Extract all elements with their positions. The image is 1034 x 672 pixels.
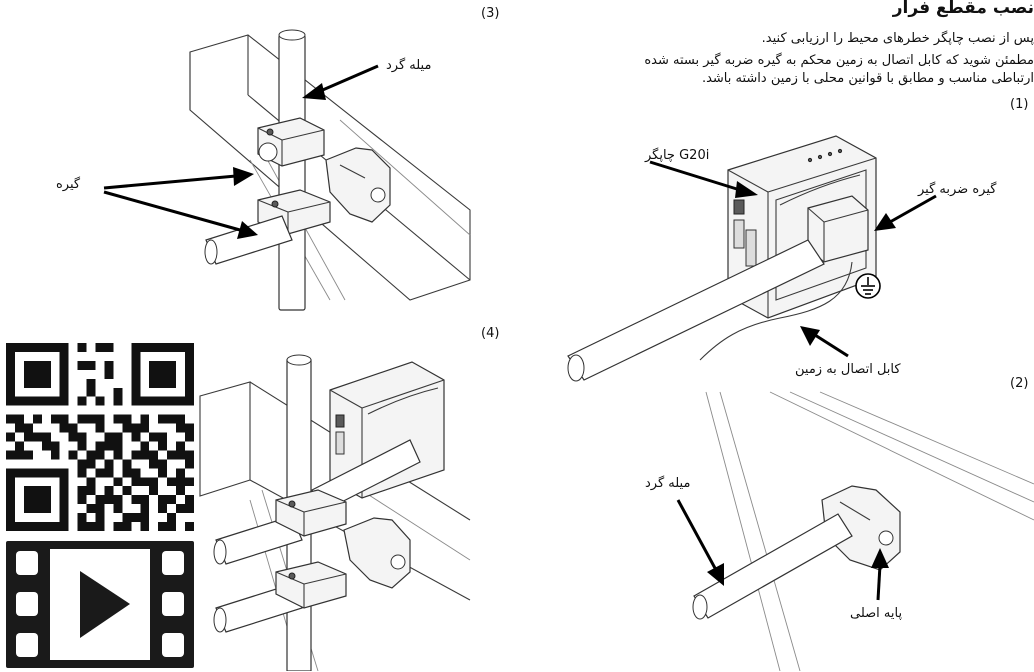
figure-4-full-assembly <box>199 354 471 671</box>
figure-2-main-base <box>676 391 1034 671</box>
label-printer: چاپگر G20i <box>645 148 710 163</box>
video-play-icon[interactable] <box>6 541 194 668</box>
instruction-line-2: مطمئن شوید که کابل اتصال به زمین محکم به… <box>644 53 1034 68</box>
instruction-line-1: پس از نصب چاپگر خطرهای محیط را ارزیابی ک… <box>761 31 1034 46</box>
figure-3-rod-and-clamps <box>103 29 471 311</box>
instruction-line-3: ارتباطی مناسب و مطابق با قوانین محلی با … <box>701 71 1034 86</box>
step-number-2: (2) <box>1010 376 1029 391</box>
label-round-rod-top: میله گرد <box>386 58 432 73</box>
label-ground-cable: کابل اتصال به زمین <box>795 362 901 377</box>
qr-code-icon[interactable] <box>6 343 195 531</box>
step-number-3: (3) <box>481 6 500 21</box>
label-round-rod-bottom: میله گرد <box>645 476 691 491</box>
step-number-4: (4) <box>481 326 500 341</box>
label-surge-clamp: گیره ضربه گیر <box>918 182 997 197</box>
page-title: نصب مقطع فرار <box>892 0 1034 18</box>
figure-1-printer-ground <box>567 135 937 382</box>
label-clamp: گیره <box>56 177 81 192</box>
step-number-1: (1) <box>1010 97 1029 112</box>
label-main-base: پایه اصلی <box>850 606 903 621</box>
